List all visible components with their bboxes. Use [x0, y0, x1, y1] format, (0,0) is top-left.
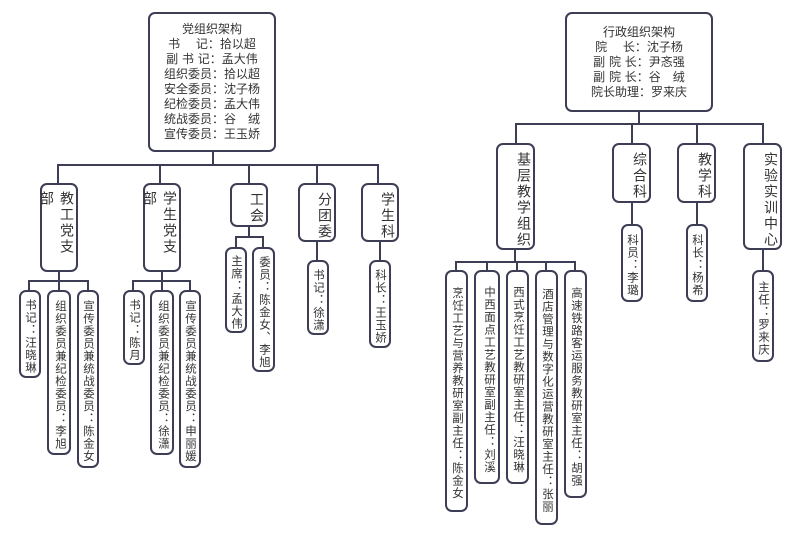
- admin-structure-box: 行政组织架构 院 长：沈子杨 副 院 长：尹忞强 副 院 长：谷 绒 院长助理：…: [565, 12, 713, 112]
- party-line: 宣传委员：王玉娇: [163, 127, 260, 141]
- unit-teacher-party-branch: 教工党支部: [38, 183, 78, 272]
- admin-title: 行政组织架构: [602, 24, 675, 39]
- member-box: 烹饪工艺与营养教研室副主任：陈金女: [445, 270, 468, 512]
- party-line: 书 记：拾以超: [168, 37, 256, 51]
- member-box: 主席：孟大伟: [225, 247, 247, 333]
- member-box: 科长：王玉娇: [369, 260, 391, 348]
- unit-training-center: 实验实训中心: [743, 143, 782, 250]
- member-box: 组织委员兼纪检委员：李旭: [47, 290, 71, 455]
- member-box: 书记：徐潇: [307, 260, 329, 335]
- admin-line: 副 院 长：谷 绒: [593, 69, 685, 84]
- admin-line: 院 长：沈子杨: [595, 39, 683, 54]
- member-box: 宣传委员兼统战委员：申丽媛: [179, 290, 201, 468]
- admin-line: 副 院 长：尹忞强: [593, 54, 685, 69]
- member-box: 主任：罗来庆: [752, 270, 774, 362]
- member-box: 科长：杨希: [686, 224, 708, 302]
- member-box: 宣传委员兼统战委员：陈金女: [77, 290, 99, 468]
- party-line: 统战委员：谷 绒: [163, 112, 260, 126]
- party-structure-box: 党组织架构 书 记：拾以超 副 书 记：孟大伟 组织委员：拾以超 安全委员：沈子…: [148, 12, 276, 152]
- member-box: 酒店管理与数字化运营教研室主任：张丽: [535, 270, 558, 525]
- unit-student-party-branch: 学生党支部: [141, 183, 181, 272]
- admin-line: 院长助理：罗来庆: [590, 84, 687, 99]
- unit-youth-league: 分团委: [298, 183, 336, 242]
- member-box: 科员：李璐: [621, 224, 643, 302]
- member-box: 书记：陈月: [123, 290, 145, 365]
- unit-teaching-office: 教学科: [677, 143, 716, 203]
- unit-student-affairs: 学生科: [361, 183, 399, 242]
- party-line: 纪检委员：孟大伟: [163, 97, 260, 111]
- party-line: 副 书 记：孟大伟: [166, 52, 258, 66]
- member-box: 组织委员兼纪检委员：徐潇: [150, 290, 174, 455]
- member-box: 书记：汪晓琳: [19, 290, 41, 378]
- party-line: 安全委员：沈子杨: [163, 82, 260, 96]
- unit-general-office: 综合科: [612, 143, 651, 203]
- member-box: 高速铁路客运服务教研室主任：胡强: [564, 270, 587, 498]
- member-box: 中西面点工艺教研室副主任：刘溪: [474, 270, 500, 484]
- member-box: 委员：陈金女、李旭: [252, 247, 275, 372]
- party-title: 党组织架构: [181, 22, 242, 36]
- member-box: 西式烹饪工艺教研室主任：汪晓琳: [506, 270, 529, 484]
- unit-teaching-organization: 基层教学组织: [496, 143, 535, 250]
- unit-union: 工会: [230, 183, 268, 227]
- party-line: 组织委员：拾以超: [163, 67, 260, 81]
